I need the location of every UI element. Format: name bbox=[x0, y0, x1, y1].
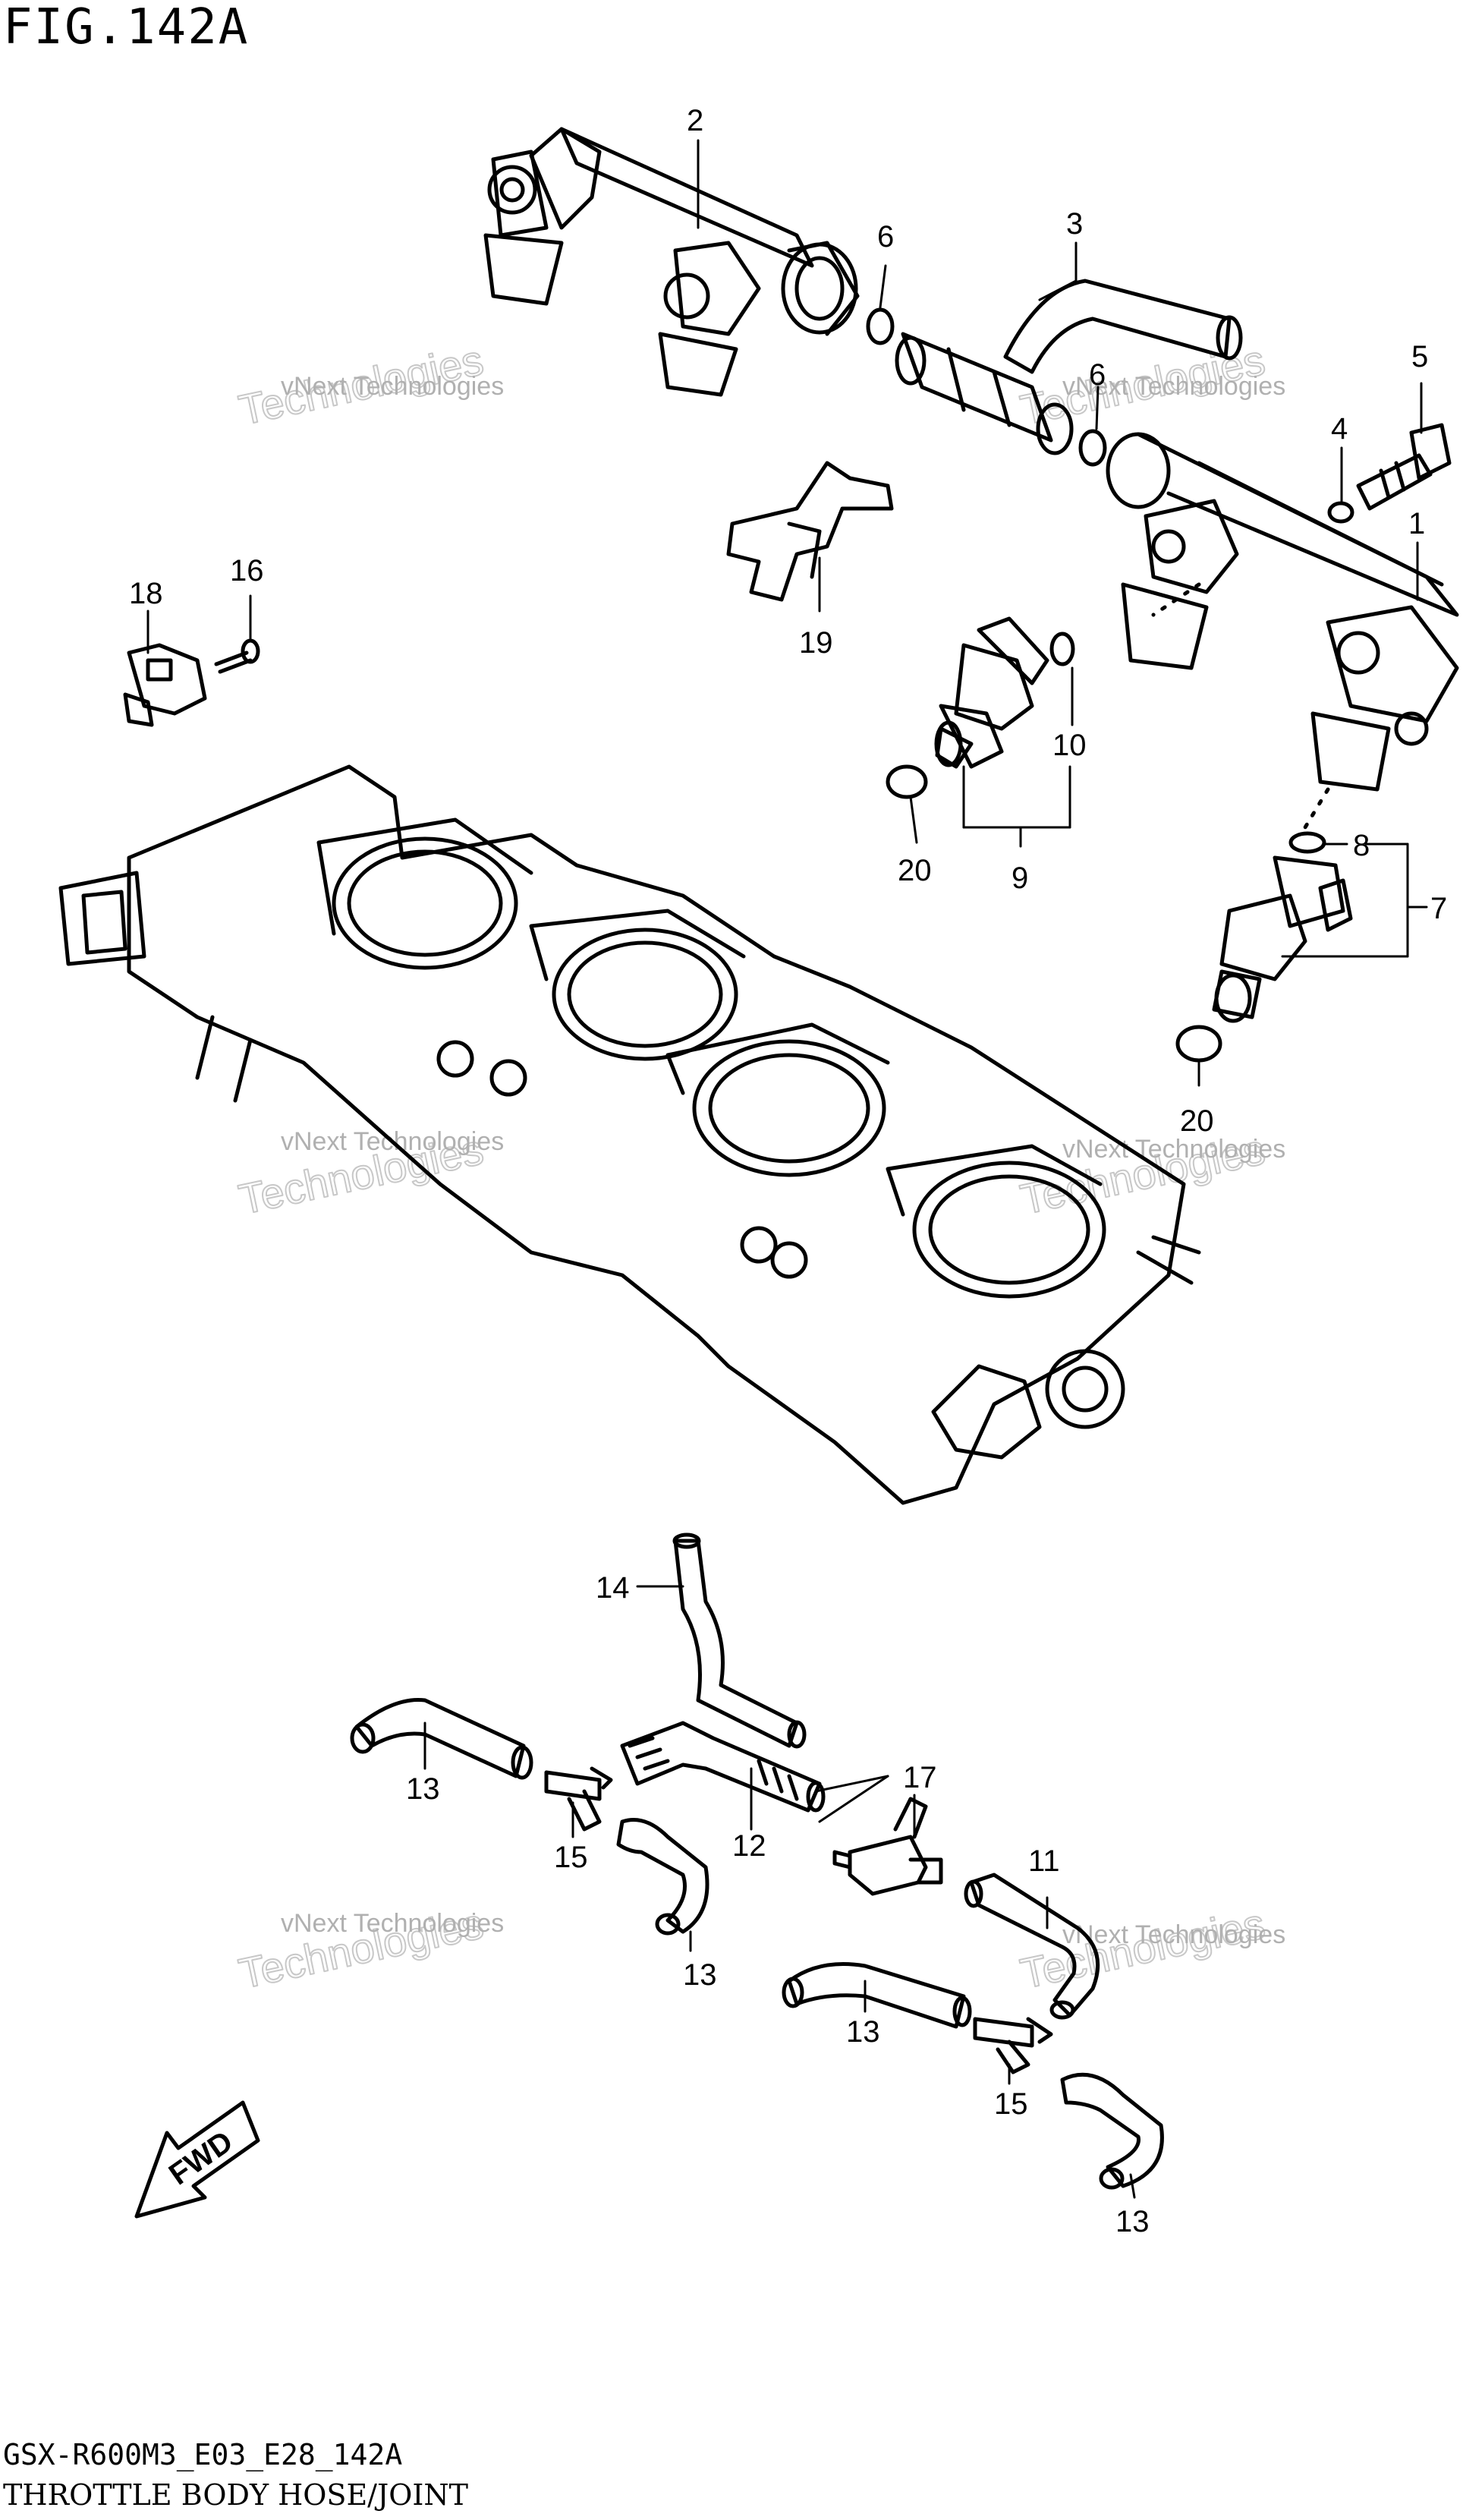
hose-part-12 bbox=[620, 1721, 826, 1813]
watermark-mid-left: Technologies vNext Technologies bbox=[234, 1124, 504, 1224]
injector-part-9 bbox=[934, 616, 1049, 769]
hose-part-3 bbox=[1003, 279, 1243, 374]
t-joint-part-15-b bbox=[973, 2017, 1053, 2074]
callout-4: 4 bbox=[1331, 412, 1348, 446]
svg-text:vNext Technologies: vNext Technologies bbox=[1062, 372, 1285, 401]
callout-5: 5 bbox=[1411, 340, 1428, 373]
sensor-part-18 bbox=[123, 643, 207, 727]
watermark-mid-right: Technologies vNext Technologies bbox=[1015, 1124, 1285, 1224]
figure-title: FIG.142A bbox=[3, 0, 250, 55]
callout-15-a: 15 bbox=[554, 1841, 588, 1874]
callout-19: 19 bbox=[799, 626, 833, 660]
hose-part-11 bbox=[964, 1873, 1100, 2020]
callout-17: 17 bbox=[903, 1761, 937, 1794]
bolt-part-5 bbox=[1356, 423, 1452, 511]
svg-text:vNext Technologies: vNext Technologies bbox=[1062, 1920, 1285, 1949]
screw-part-16 bbox=[214, 638, 260, 674]
hose-part-14 bbox=[672, 1532, 807, 1749]
callout-13-c: 13 bbox=[846, 2015, 880, 2049]
hose-part-13-a bbox=[350, 1697, 533, 1780]
hose-part-13-d bbox=[1060, 2072, 1164, 2190]
callout-18: 18 bbox=[129, 577, 163, 610]
callout-14: 14 bbox=[596, 1571, 630, 1605]
injector-part-7 bbox=[1212, 831, 1353, 1023]
watermark-top-right: Technologies vNext Technologies bbox=[1015, 335, 1285, 435]
callout-15-b: 15 bbox=[994, 2087, 1028, 2121]
seal-part-20-upper bbox=[886, 764, 928, 799]
callout-8: 8 bbox=[1353, 829, 1370, 862]
o-ring-6-lower bbox=[1078, 429, 1107, 467]
svg-text:vNext Technologies: vNext Technologies bbox=[1062, 1135, 1285, 1164]
clamp-part-19 bbox=[726, 461, 894, 602]
t-joint-part-15-a bbox=[544, 1766, 613, 1832]
callout-10: 10 bbox=[1052, 729, 1087, 762]
callout-11: 11 bbox=[1028, 1844, 1060, 1878]
callout-13-b: 13 bbox=[683, 1958, 717, 1992]
svg-text:vNext Technologies: vNext Technologies bbox=[281, 1909, 504, 1938]
callout-13-a: 13 bbox=[406, 1772, 440, 1806]
o-ring-6-upper bbox=[866, 307, 895, 345]
watermark-top-left: Technologies vNext Technologies bbox=[234, 335, 504, 435]
callout-1: 1 bbox=[1408, 507, 1425, 540]
callout-20-lower: 20 bbox=[1180, 1104, 1214, 1138]
callout-2: 2 bbox=[687, 104, 703, 137]
callout-13-d: 13 bbox=[1115, 2205, 1150, 2238]
callout-20-upper: 20 bbox=[898, 854, 932, 887]
callout-9: 9 bbox=[1012, 862, 1028, 895]
callout-6-lower: 6 bbox=[1089, 358, 1106, 392]
hose-part-13-c bbox=[782, 1962, 972, 2029]
leader-lines bbox=[146, 139, 1428, 2199]
washer-part-4 bbox=[1327, 501, 1354, 524]
callout-labels: 2 6 3 6 5 4 1 16 18 19 10 20 9 8 7 20 14… bbox=[129, 104, 1447, 2238]
callout-12: 12 bbox=[732, 1829, 766, 1863]
fuel-rail-lower bbox=[1106, 432, 1459, 792]
forward-arrow: FWD bbox=[134, 2100, 260, 2219]
valve-part-17 bbox=[832, 1797, 943, 1896]
watermark-bottom-left: Technologies vNext Technologies bbox=[234, 1898, 504, 1999]
figure-code: GSX-R600M3_E03_E28_142A bbox=[3, 2438, 403, 2471]
seal-part-20-lower bbox=[1175, 1025, 1222, 1063]
svg-text:vNext Technologies: vNext Technologies bbox=[281, 372, 504, 401]
callout-3: 3 bbox=[1066, 207, 1083, 241]
joint-pipe bbox=[895, 332, 1074, 455]
figure-name: THROTTLE BODY HOSE/JOINT bbox=[3, 2478, 468, 2512]
callout-6-upper: 6 bbox=[877, 220, 894, 254]
callout-7: 7 bbox=[1430, 892, 1447, 925]
o-ring-part-10 bbox=[1049, 632, 1075, 666]
hose-part-13-b bbox=[616, 1818, 709, 1936]
callout-16: 16 bbox=[230, 554, 264, 587]
fuel-rail-upper bbox=[483, 127, 860, 397]
throttle-body-assembly bbox=[58, 764, 1201, 1505]
